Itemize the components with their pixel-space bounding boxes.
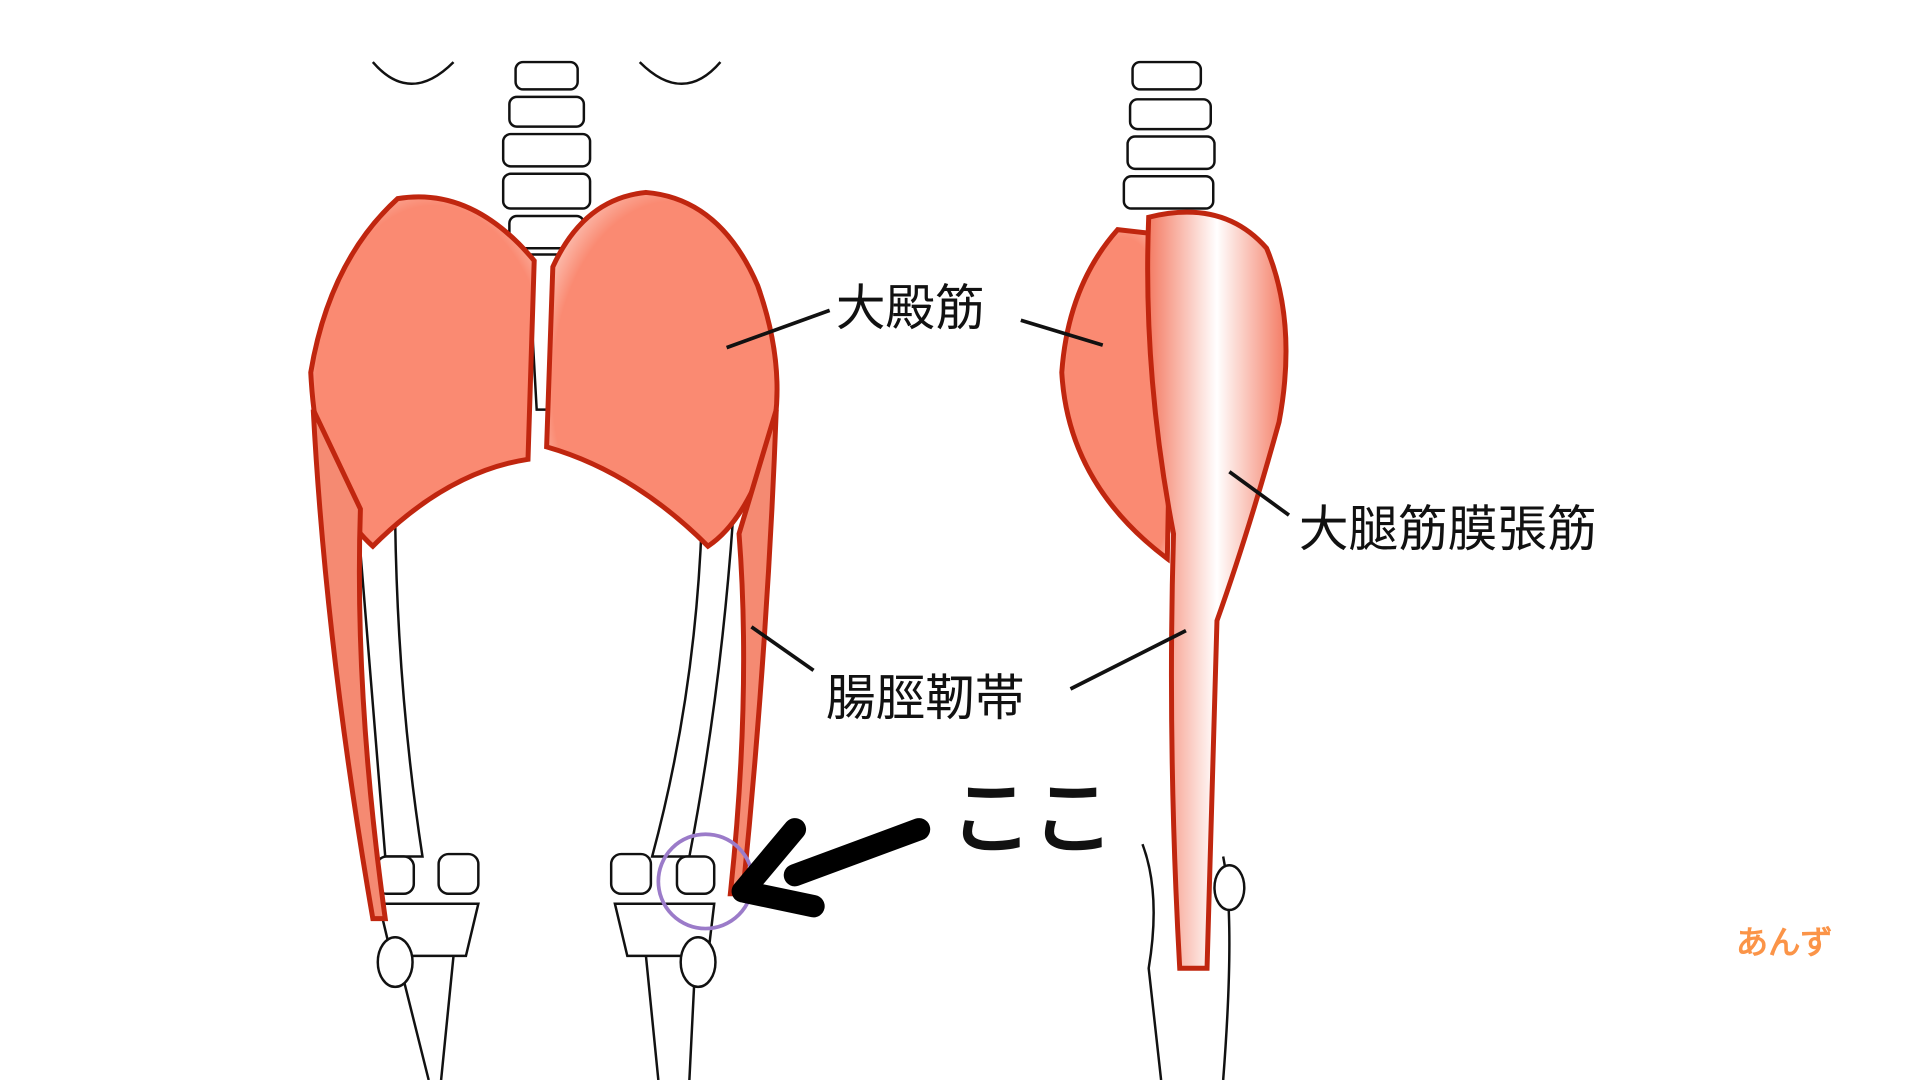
gluteus-maximus-lateral bbox=[1059, 227, 1177, 564]
tensor-fasciae-latae-lateral bbox=[1145, 209, 1289, 971]
posterior-skeleton bbox=[356, 60, 735, 1080]
leader-lines bbox=[725, 308, 1291, 691]
label-gluteus-maximus: 大殿筋 bbox=[836, 279, 985, 337]
iliotibial-band-posterior bbox=[310, 408, 779, 922]
label-iliotibial-band: 腸脛靭帯 bbox=[826, 669, 1025, 727]
label-here: ここ bbox=[950, 772, 1114, 867]
label-tensor-fasciae-latae: 大腿筋膜張筋 bbox=[1299, 500, 1597, 558]
gluteus-maximus-posterior bbox=[308, 189, 780, 550]
anzu-logo: あんず bbox=[1736, 923, 1833, 961]
arrow-icon bbox=[731, 818, 931, 918]
lateral-skeleton bbox=[1122, 60, 1246, 1080]
